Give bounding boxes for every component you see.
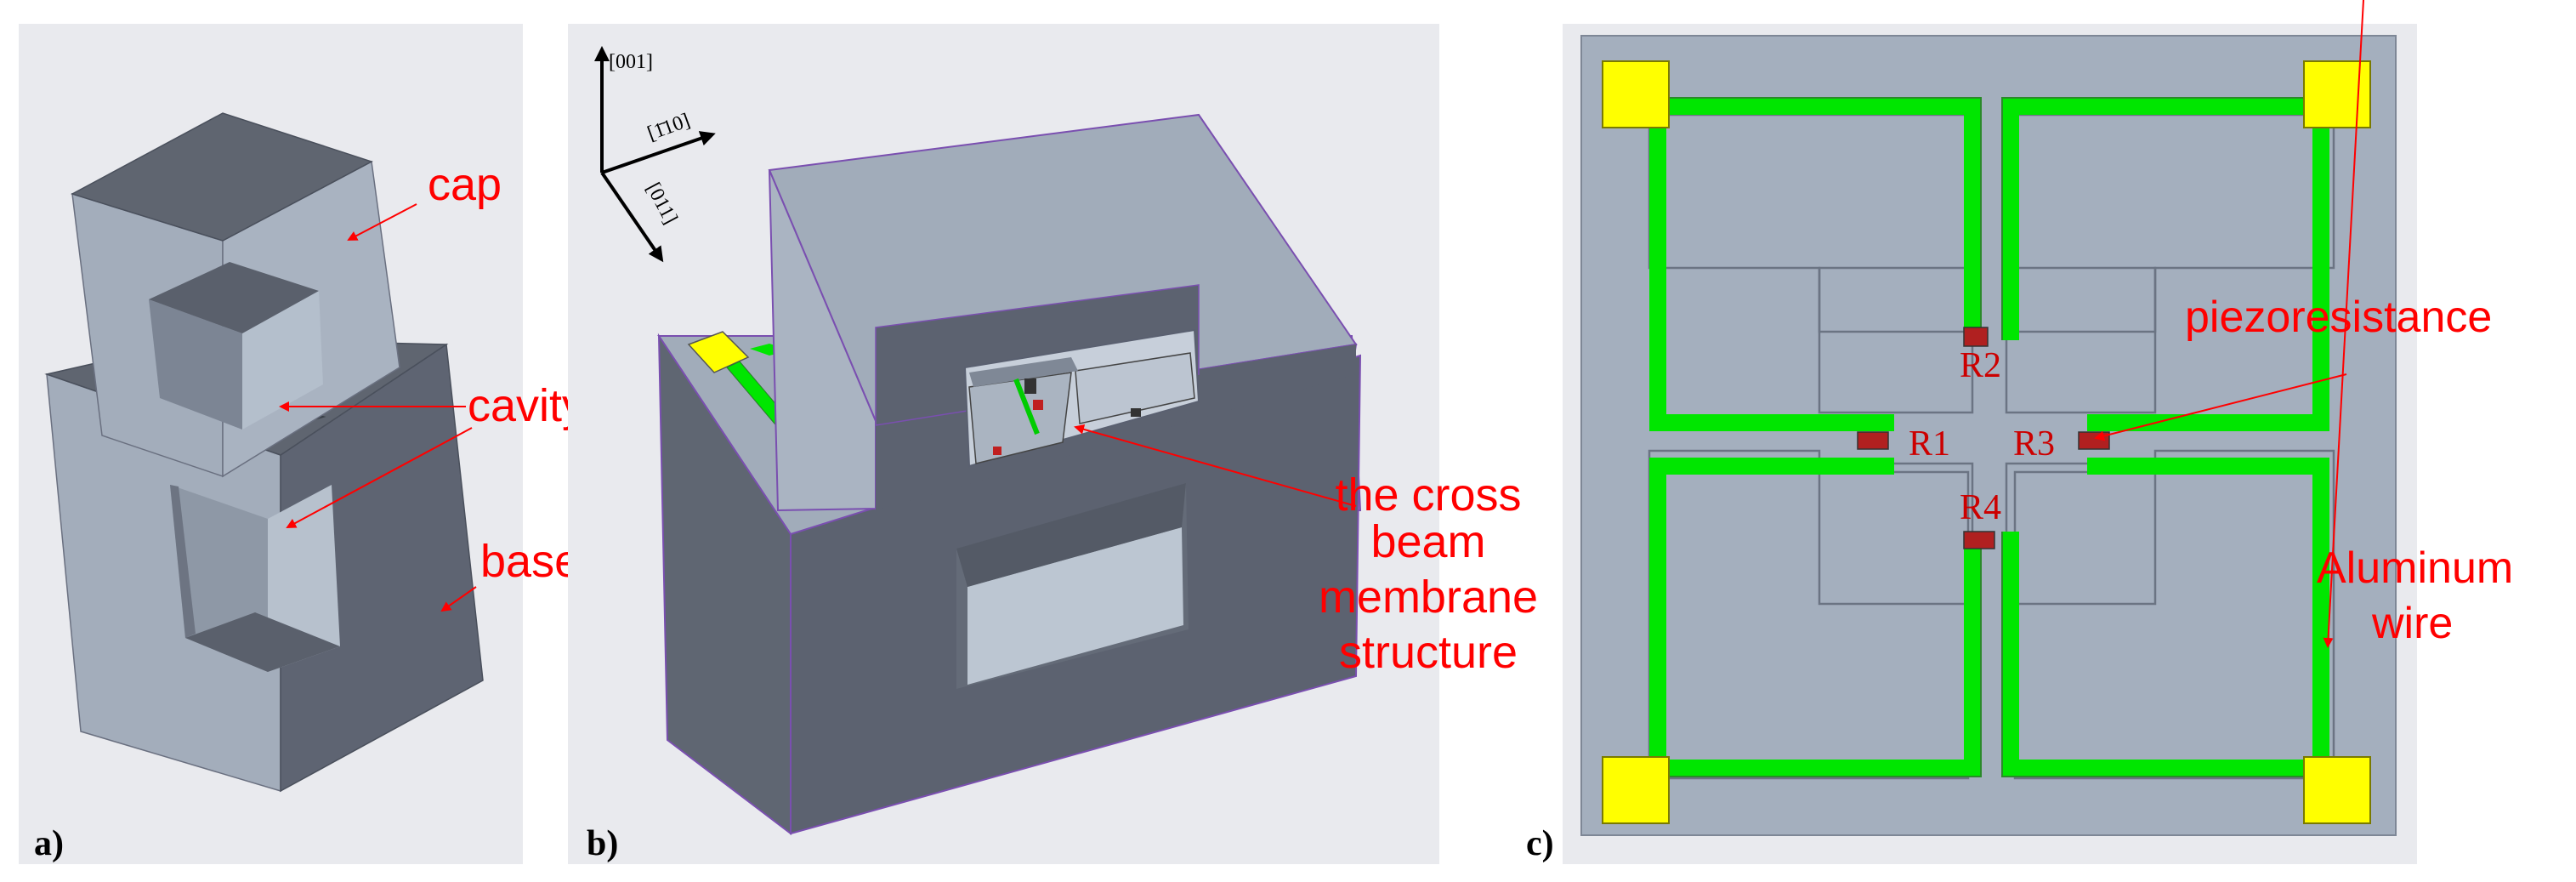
panel-b-label: b) [587, 824, 618, 863]
axis-y-arrow [601, 131, 716, 174]
aluminum-wires [1649, 98, 2329, 777]
callout-piezoresistance: piezoresistance [2094, 293, 2492, 441]
cap-opening [963, 328, 1200, 468]
piezoresistors [1857, 327, 2110, 549]
label-r2: R2 [1960, 346, 2001, 385]
chip-outline [1580, 35, 2397, 836]
bond-pad-b [687, 331, 750, 373]
callout-cap-text: cap [428, 159, 502, 210]
axis-z-label: [001] [609, 51, 653, 73]
resistor-r1 [1857, 431, 1889, 450]
callout-aluminum-text: Aluminum [2317, 543, 2513, 593]
callout-cross-beam: the cross beam membrane structure [1074, 424, 1538, 678]
bond-pad-bottom-left [1602, 756, 1670, 824]
callout-cross-beam-line-1: the cross [1335, 469, 1521, 521]
label-r4: R4 [1960, 488, 2001, 527]
panel-a: cap cavity base a) [19, 24, 585, 864]
callout-piezoresistance-text: piezoresistance [2185, 293, 2492, 342]
resistor-r4 [1963, 531, 1995, 549]
resistor-r3 [2078, 431, 2110, 450]
callout-cavity: cavity [279, 380, 585, 528]
chip-cap [768, 113, 1358, 512]
callout-base: base [440, 536, 580, 612]
panel-c-label: c) [1526, 824, 1554, 863]
panel-b: [001] [1̄10] [011] [568, 24, 1538, 864]
callout-cross-beam-line-3: membrane [1319, 572, 1538, 623]
callout-cross-beam-line-4: structure [1339, 627, 1518, 678]
callout-cavity-text: cavity [468, 380, 585, 431]
resistor-r2 [1963, 327, 1989, 347]
bond-pad-top-left [1602, 60, 1670, 128]
callout-cap: cap [347, 159, 502, 241]
bond-pad-bottom-right [2303, 756, 2371, 824]
wire-edges [1649, 97, 2329, 777]
panel-a-label: a) [34, 824, 64, 863]
label-r3: R3 [2013, 424, 2055, 464]
label-r1: R1 [1909, 424, 1950, 464]
axis-x-arrow [600, 171, 664, 263]
callout-cross-beam-line-2: beam [1370, 516, 1485, 567]
callout-base-text: base [480, 536, 580, 587]
callout-aluminum-wire: Aluminum wire [2317, 0, 2513, 648]
callout-wire-text: wire [2371, 599, 2453, 648]
base-block [44, 338, 484, 793]
panel-c: R2 R1 R3 R4 piezoresistance Aluminum wir… [1526, 0, 2513, 864]
